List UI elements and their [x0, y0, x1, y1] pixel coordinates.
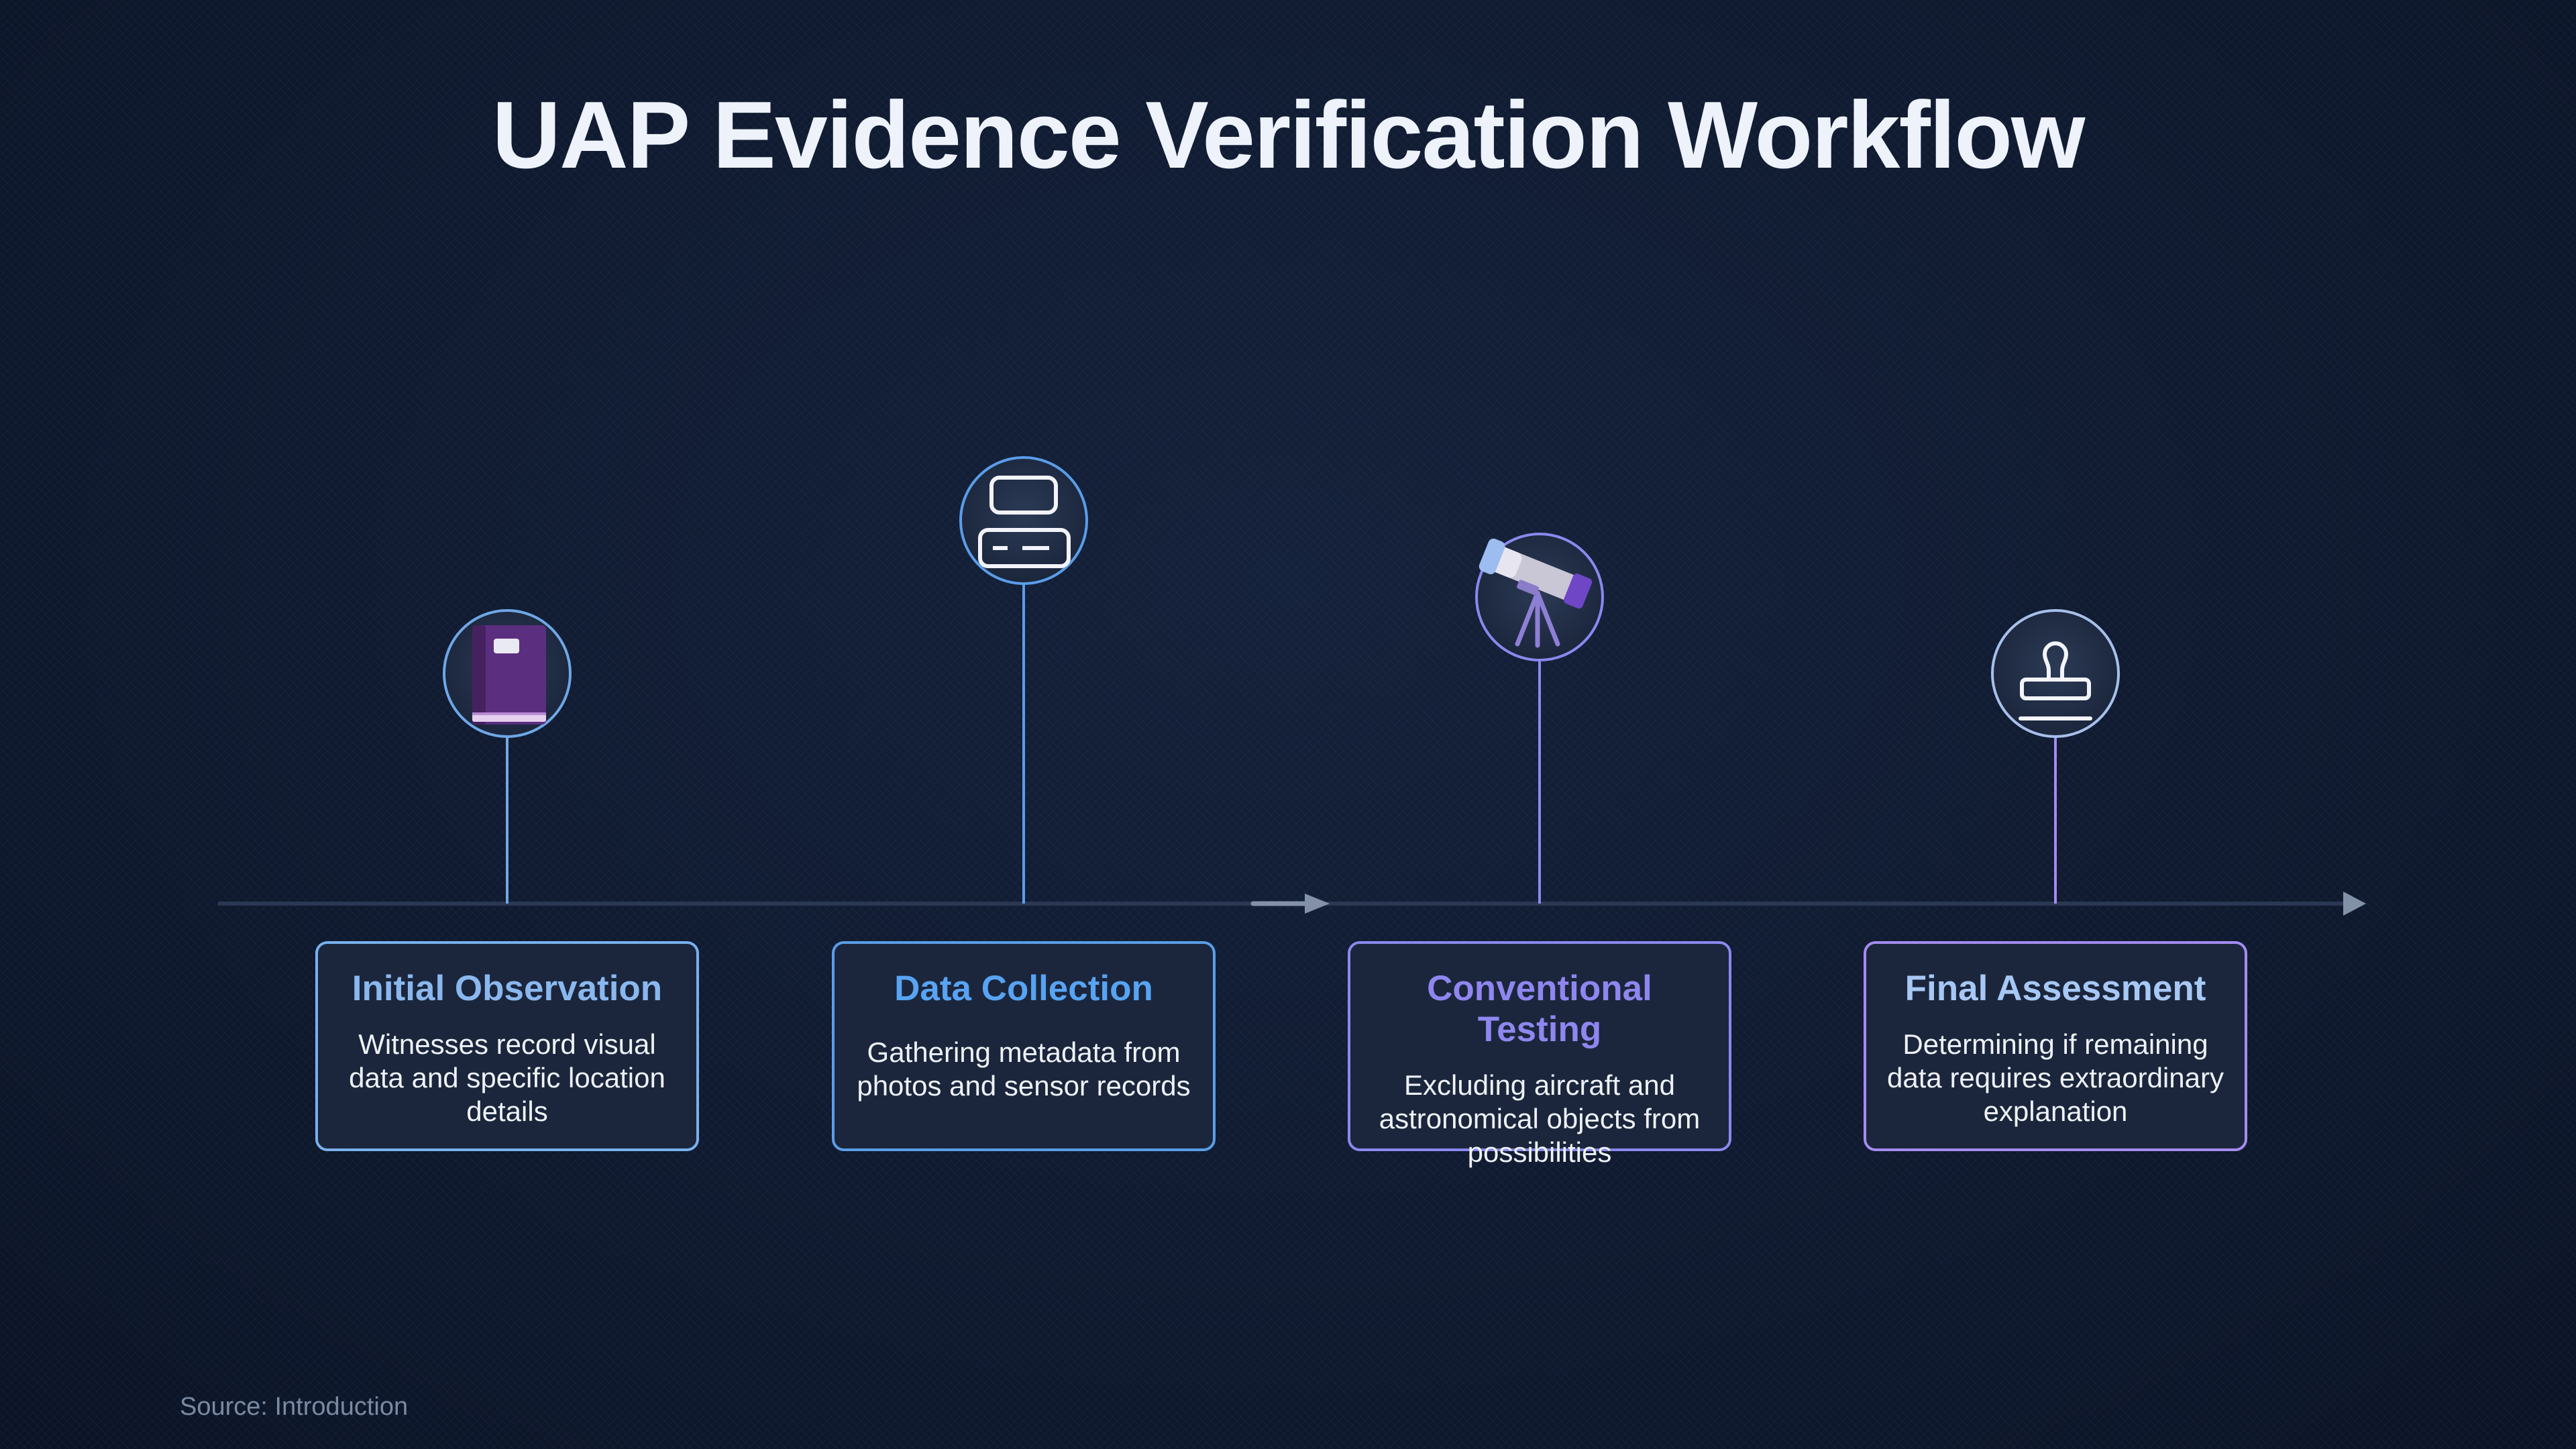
source-note: Source: Introduction [180, 1393, 409, 1421]
step-title: Initial Observation [352, 969, 663, 1008]
flow-arrow-icon [1250, 894, 1330, 914]
notebook-icon [472, 625, 546, 724]
step-title: Data Collection [894, 969, 1153, 1008]
step-title: Final Assessment [1904, 969, 2206, 1008]
stamp-icon [2019, 641, 2092, 720]
telescope-icon [1479, 538, 1593, 648]
step-description: Gathering metadata from photos and senso… [857, 1036, 1191, 1102]
server-icon [978, 476, 1071, 568]
step-card-final-assessment: Final Assessment Determining if remainin… [1864, 941, 2247, 1151]
step-description: Excluding aircraft and astronomical obje… [1379, 1069, 1701, 1168]
step-description: Witnesses record visual data and specifi… [349, 1028, 665, 1127]
timeline-end-arrowhead [2343, 892, 2366, 916]
page-title: UAP Evidence Verification Workflow [492, 82, 2086, 189]
step-card-conventional-testing: Conventional Testing Excluding aircraft … [1348, 941, 1731, 1168]
step-1-node [443, 609, 572, 738]
step-description: Determining if remaining data requires e… [1887, 1028, 2224, 1127]
step-4-node [1991, 609, 2120, 738]
step-3-node [1475, 533, 1604, 661]
step-card-initial-observation: Initial Observation Witnesses record vis… [315, 941, 699, 1151]
step-title: Conventional Testing [1427, 969, 1652, 1049]
step-card-data-collection: Data Collection Gathering metadata from … [832, 941, 1216, 1151]
step-2-node [959, 456, 1088, 585]
